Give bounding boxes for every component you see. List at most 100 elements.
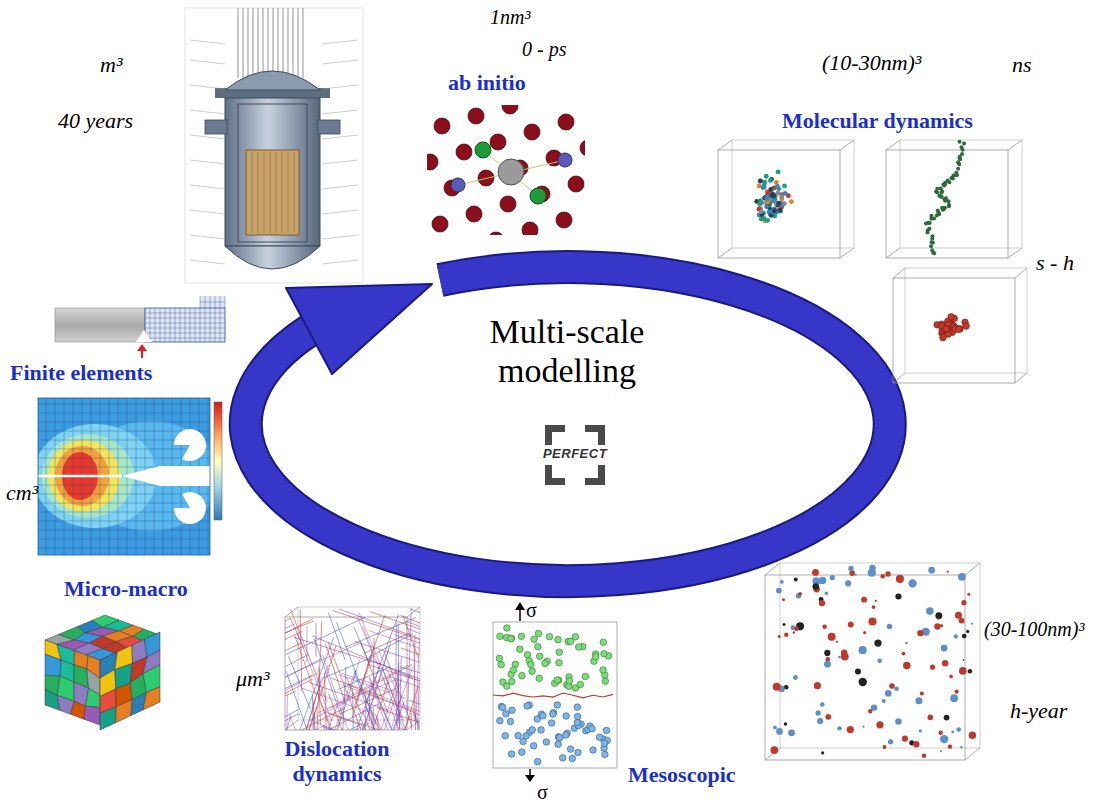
dislocation-line bbox=[383, 697, 420, 718]
atom bbox=[530, 188, 546, 204]
particle bbox=[575, 749, 582, 756]
control-rods bbox=[238, 8, 303, 78]
atom-dot bbox=[771, 192, 776, 197]
md-dislocation-box bbox=[886, 140, 1022, 258]
precipitate-dot bbox=[825, 592, 829, 596]
scale-size: (30-100nm)³ bbox=[984, 618, 1084, 641]
dislocation-line bbox=[285, 618, 313, 637]
particle bbox=[516, 646, 523, 653]
precipitate-dot bbox=[937, 618, 939, 620]
dislocation-line bbox=[286, 695, 287, 730]
atom-dot bbox=[962, 141, 966, 145]
particle bbox=[582, 673, 589, 680]
precipitate-dot bbox=[830, 575, 835, 580]
leader-line bbox=[322, 60, 358, 64]
stress-contour bbox=[38, 398, 210, 555]
stress-contour bbox=[38, 398, 210, 555]
cycle-arrow bbox=[246, 267, 890, 581]
precipitate-dot bbox=[836, 641, 838, 643]
dislocation-line bbox=[357, 617, 372, 652]
leader-lines bbox=[190, 40, 358, 264]
mesh-line bbox=[38, 422, 210, 423]
precipitate-dot bbox=[934, 623, 940, 629]
mesoscopic-box bbox=[529, 769, 531, 776]
particle bbox=[590, 747, 597, 754]
dislocation-line bbox=[285, 624, 294, 659]
atom-dot bbox=[930, 240, 934, 244]
precipitate-dot bbox=[894, 686, 899, 691]
notched-bar bbox=[141, 350, 143, 358]
precipitate-dot bbox=[794, 626, 799, 631]
particle bbox=[563, 713, 570, 720]
precipitate-dot bbox=[817, 718, 823, 724]
particle bbox=[535, 630, 542, 637]
precipitate-dot bbox=[776, 728, 783, 735]
cube-edge bbox=[780, 563, 980, 748]
stress-symbol: σ bbox=[537, 781, 548, 804]
particle bbox=[543, 739, 550, 746]
atom-dot bbox=[949, 176, 953, 180]
precipitate-dot bbox=[928, 715, 934, 721]
atom bbox=[427, 154, 438, 170]
atom bbox=[522, 222, 538, 235]
atom-dot bbox=[957, 162, 961, 166]
dislocation-line bbox=[390, 677, 420, 716]
precipitate-dot bbox=[966, 630, 969, 633]
cycle-arrow bbox=[286, 284, 432, 374]
grain bbox=[71, 701, 86, 719]
precipitate-dot bbox=[784, 722, 788, 726]
precipitate-dot bbox=[824, 650, 830, 656]
particle bbox=[535, 643, 542, 650]
cycle-arrow bbox=[246, 267, 890, 581]
mesh-line bbox=[38, 404, 210, 405]
dislocation-line bbox=[295, 635, 316, 694]
dislocation-line bbox=[285, 679, 313, 710]
precipitate-dot bbox=[947, 571, 949, 573]
particle bbox=[592, 653, 599, 660]
particle bbox=[496, 655, 503, 662]
precipitate-dot bbox=[938, 730, 942, 734]
cube-edge bbox=[840, 248, 854, 258]
atom bbox=[524, 124, 540, 140]
notched-bar bbox=[55, 308, 145, 342]
precipitate-dot bbox=[883, 745, 887, 749]
particle bbox=[508, 678, 515, 685]
dislocation-line bbox=[407, 622, 420, 645]
particle bbox=[507, 635, 514, 642]
atom-dot bbox=[759, 209, 764, 214]
atom bbox=[502, 105, 518, 114]
atom-dot bbox=[776, 170, 781, 175]
precipitate-dot bbox=[778, 635, 781, 638]
precipitate-dot bbox=[963, 659, 965, 661]
precipitate-dot bbox=[815, 710, 820, 715]
precipitate-dot bbox=[905, 642, 908, 645]
precipitate-dot bbox=[889, 683, 895, 689]
cube-edge bbox=[893, 268, 905, 278]
precipitate-dot bbox=[782, 598, 785, 601]
dislocation-line bbox=[285, 643, 359, 677]
dislocation-line bbox=[355, 615, 385, 705]
particle bbox=[602, 678, 609, 685]
mesh-line bbox=[38, 530, 210, 531]
particle bbox=[603, 727, 610, 734]
cube-edge bbox=[905, 268, 1027, 373]
precipitate-dot bbox=[820, 702, 825, 707]
control-rod bbox=[303, 8, 304, 78]
fuel-rod bbox=[258, 152, 259, 233]
particle bbox=[546, 633, 553, 640]
particle bbox=[499, 704, 506, 711]
dislocation-line bbox=[414, 635, 415, 716]
mesh-line bbox=[38, 548, 210, 549]
dislocation-line bbox=[314, 713, 317, 730]
precipitate-dot bbox=[793, 675, 798, 680]
reactor-core bbox=[252, 152, 294, 233]
precipitate-dot bbox=[951, 731, 954, 734]
scale-size: cm³ bbox=[6, 480, 38, 505]
atom-dot bbox=[940, 190, 944, 194]
precipitate-dot bbox=[880, 574, 885, 579]
cube-edge bbox=[840, 140, 854, 150]
atom bbox=[427, 105, 428, 108]
precipitate-dot bbox=[960, 746, 963, 749]
atomic-structure bbox=[427, 105, 585, 235]
atom-dot bbox=[774, 180, 779, 185]
